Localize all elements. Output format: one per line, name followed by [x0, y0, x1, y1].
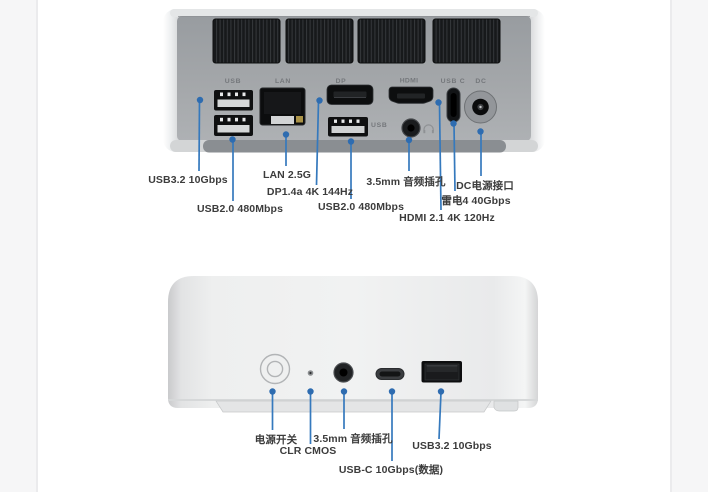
rear-port-caption-hdmi: HDMI	[400, 78, 419, 85]
rear-bottom-inset	[203, 140, 506, 153]
callout-audio-rear	[405, 136, 413, 171]
callout-dot	[340, 388, 348, 395]
power-button	[259, 353, 291, 385]
right-gutter	[670, 0, 708, 492]
callout-dc	[477, 128, 484, 176]
rear-port-caption-dc: DC	[475, 78, 486, 85]
mini-pc-rear-view: USB LAN DP HDMI USB C DC USB	[163, 9, 545, 153]
callout-label-audio-rear: 3.5mm 音频插孔	[366, 176, 446, 188]
vent-grille	[212, 18, 281, 64]
callout-dot	[269, 388, 276, 395]
rear-port-caption-usb: USB	[225, 78, 241, 85]
callout-lines	[196, 96, 484, 461]
callout-hdmi	[435, 99, 442, 211]
vent-grille	[285, 18, 354, 64]
callout-usb32-rear	[196, 96, 204, 172]
callout-usb20-left	[229, 136, 236, 201]
callout-clr-cmos	[307, 388, 314, 444]
callout-dot	[316, 97, 323, 104]
usb-a-port-top	[214, 90, 253, 111]
callout-label-audio-front: 3.5mm 音频插孔	[313, 433, 393, 445]
left-gutter	[0, 0, 38, 492]
callout-dot	[282, 131, 290, 138]
callout-label-tb4: 雷电4 40Gbps	[441, 195, 511, 207]
rear-port-caption-lan: LAN	[275, 78, 291, 85]
callout-usbc-front	[388, 388, 396, 461]
rear-port-caption-dp: DP	[336, 78, 347, 85]
callout-dot	[477, 128, 484, 135]
dp-port	[326, 84, 374, 105]
usb-c-port-front	[375, 368, 405, 380]
vent-grille	[357, 18, 426, 64]
callout-label-usb20-left: USB2.0 480Mbps	[196, 203, 284, 215]
callout-dot	[405, 136, 413, 144]
callout-dot	[388, 388, 396, 395]
callout-tb4	[450, 120, 457, 192]
callout-dot	[196, 96, 204, 104]
callout-label-usb32-front: USB3.2 10Gbps	[412, 440, 492, 452]
callout-dot	[435, 99, 442, 106]
usb-a-port-bottom	[214, 115, 253, 136]
usb-c-port-rear	[446, 87, 461, 123]
mini-pc-front-view	[168, 276, 538, 413]
usb-a-port-front	[421, 361, 462, 383]
callout-usb32-front	[437, 388, 445, 440]
rear-port-caption-usbc: USB C	[441, 78, 466, 85]
callout-label-lan: LAN 2.5G	[262, 169, 312, 181]
callout-dot	[229, 136, 236, 143]
callout-label-power: 电源开关	[254, 434, 298, 446]
lan-port	[259, 87, 306, 126]
front-bottom-shade	[168, 399, 538, 401]
front-base	[215, 400, 492, 413]
front-base-notch	[493, 400, 519, 412]
audio-jack-front	[333, 362, 354, 383]
callout-usb20-right	[347, 138, 355, 199]
callout-dot	[347, 138, 355, 145]
callout-label-usb20-right: USB2.0 480Mbps	[317, 201, 405, 213]
rear-port-caption-usb-lower: USB	[371, 122, 387, 129]
vent-grille	[432, 18, 501, 64]
callout-dot	[437, 388, 445, 395]
rear-top-edge	[170, 9, 538, 17]
clr-cmos-pinhole	[307, 370, 314, 376]
headphone-icon	[423, 124, 434, 134]
callout-label-clr-cmos: CLR CMOS	[279, 445, 337, 457]
callout-label-usb32-rear: USB3.2 10Gbps	[148, 174, 228, 186]
callout-power	[269, 388, 276, 430]
audio-jack-rear	[401, 118, 421, 138]
callout-dot	[450, 120, 457, 127]
callout-label-usbc-front: USB-C 10Gbps(数据)	[338, 464, 444, 476]
callout-dot	[307, 388, 314, 395]
callout-label-dp: DP1.4a 4K 144Hz	[266, 186, 354, 198]
hdmi-port	[388, 86, 434, 104]
usb-a-port-mid	[328, 117, 368, 137]
callout-label-dc: DC电源接口	[456, 180, 514, 192]
callout-label-hdmi: HDMI 2.1 4K 120Hz	[399, 212, 495, 224]
front-body	[168, 276, 538, 408]
dc-jack	[464, 90, 497, 124]
callout-dp	[315, 97, 323, 186]
callout-lan	[282, 131, 290, 166]
callout-audio-front	[340, 388, 348, 429]
